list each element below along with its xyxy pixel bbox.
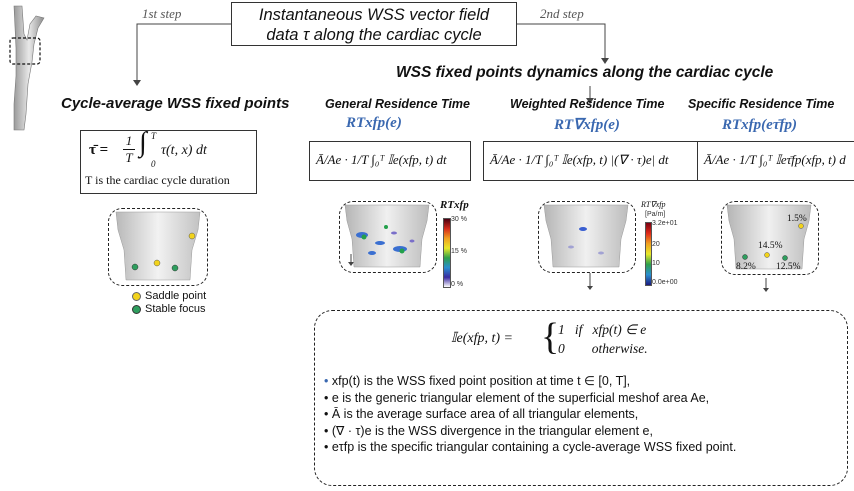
col2-colorbar-tick-min: 0.0e+00	[652, 279, 678, 286]
bullet-3: • Ā is the average surface area of all t…	[324, 407, 639, 421]
col1-colorbar-title: RTxfp	[440, 199, 469, 211]
col2-vessel-image	[543, 204, 629, 268]
col2-colorbar-title: RT∇xfp	[641, 200, 666, 209]
indicator-lhs: 𝕀e(xfp, t) =	[451, 331, 513, 346]
col2-vessel-frame	[538, 201, 636, 273]
col1-colorbar-tick-max: 30 %	[451, 216, 467, 223]
col1-formula-box: Ā/Ae · 1/T ∫₀ᵀ 𝕀e(xfp, t) dt	[309, 141, 471, 181]
legend-item-focus: Stable focus	[132, 303, 206, 315]
legend: Saddle point Stable focus	[132, 290, 206, 315]
left-vessel-frame	[108, 208, 208, 286]
col2-formula-box: Ā/Ae · 1/T ∫₀ᵀ 𝕀e(xfp, t) |(∇ · τ)e| dt	[483, 141, 703, 181]
indicator-case-2: 0 otherwise.	[558, 341, 648, 356]
col3-label-focus-2: 12.5%	[776, 262, 801, 272]
bullet-4: • (∇ · τ)e is the WSS divergence in the …	[324, 423, 653, 438]
left-formula-box: τ̄ = 1 T ∫ T 0 τ(t, x) dt T is the cardi…	[80, 127, 257, 194]
col1-colorbar-tick-min: 0 %	[451, 281, 464, 288]
col3-rt-symbol: RTxfp(eτ̄fp)	[722, 117, 797, 133]
col2-colorbar-tick-10: 10	[652, 260, 660, 267]
left-formula-den: T	[123, 149, 135, 166]
col3-vessel-image	[726, 204, 812, 270]
col3-title: Specific Residence Time	[688, 97, 835, 111]
header-title-line2: data τ along the cardiac cycle	[266, 26, 482, 44]
left-formula-upper: T	[151, 131, 157, 141]
col1-vessel-frame	[339, 201, 437, 273]
col1-colorbar-tick-mid: 15 %	[451, 248, 467, 255]
left-vessel-image	[115, 211, 201, 281]
col2-colorbar-tick-max: 3.2e+01	[652, 220, 678, 227]
col2-colorbar-tick-20: 20	[652, 241, 660, 248]
step-2-label: 2nd step	[540, 6, 584, 21]
col2-colorbar-unit: [Pa/m]	[645, 211, 666, 218]
col3-vessel-frame	[721, 201, 819, 275]
col3-formula-box: Ā/Ae · 1/T ∫₀ᵀ 𝕀eτ̄fp(xfp, t) d	[697, 141, 854, 181]
col1-title: General Residence Time	[325, 97, 470, 111]
col2-colorbar	[645, 222, 652, 286]
definition-bullets: • xfp(t) is the WSS fixed point position…	[324, 373, 736, 456]
left-formula-num: 1	[125, 133, 133, 148]
bullet-1: • xfp(t) is the WSS fixed point position…	[324, 374, 631, 388]
left-formula-lhs: τ̄ =	[89, 142, 109, 158]
step-1-label: 1st step	[142, 6, 182, 21]
left-formula-lower: 0	[151, 159, 156, 169]
left-formula-rhs: τ(t, x) dt	[161, 143, 207, 158]
col2-rt-symbol: RT∇xfp(e)	[554, 117, 620, 133]
brace: {	[541, 316, 560, 358]
left-formula-note: T is the cardiac cycle duration	[85, 173, 230, 187]
vessel-thumbnail	[9, 5, 45, 131]
col1-colorbar	[443, 218, 451, 288]
col3-label-saddle-1: 1.5%	[787, 214, 807, 224]
col1-rt-symbol: RTxfp(e)	[346, 115, 402, 131]
col1-vessel-image	[344, 204, 430, 268]
indicator-case-1: 1 if xfp(t) ∈ e	[558, 322, 647, 337]
stable-focus-marker-icon	[132, 304, 141, 314]
left-heading: Cycle-average WSS fixed points	[61, 95, 290, 112]
col2-title: Weighted Residence Time	[510, 97, 665, 111]
bullet-2: • e is the generic triangular element of…	[324, 390, 710, 405]
bullet-5: • eτfp is the specific triangular contai…	[324, 440, 737, 454]
right-heading: WSS fixed points dynamics along the card…	[396, 64, 774, 81]
definition-box	[314, 310, 848, 486]
saddle-point-marker-icon	[132, 291, 141, 301]
header-title-line1: Instantaneous WSS vector field	[258, 6, 490, 24]
legend-item-saddle: Saddle point	[132, 290, 206, 302]
col3-label-saddle-2: 14.5%	[758, 241, 783, 251]
header-title-box: Instantaneous WSS vector field data τ al…	[231, 2, 517, 46]
integral-sign: ∫	[139, 127, 147, 158]
col3-label-focus-1: 8.2%	[736, 262, 756, 272]
